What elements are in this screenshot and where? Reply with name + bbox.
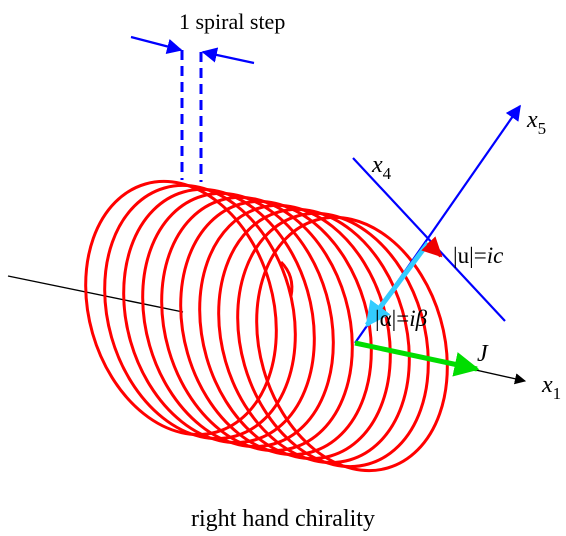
caption: right hand chirality xyxy=(191,506,375,532)
helix-turn xyxy=(179,199,373,457)
helix-wire-end xyxy=(279,260,294,297)
label-u-equation: |u|=ic xyxy=(453,243,503,268)
helix-turn xyxy=(103,183,297,441)
helix-coil xyxy=(84,179,449,473)
vector-u xyxy=(421,236,443,258)
helix-turn xyxy=(255,215,449,473)
helix-turn xyxy=(217,207,411,465)
vector-J xyxy=(354,340,480,377)
label-x5: x5 xyxy=(526,107,546,138)
label-J: J xyxy=(477,341,489,367)
label-x4: x4 xyxy=(371,152,392,183)
vector-alpha xyxy=(364,241,431,328)
spiral-step-marker xyxy=(130,35,255,182)
helix-axis-line xyxy=(7,275,184,313)
label-alpha-equation: |α|=iβ xyxy=(375,306,428,331)
helix-turn xyxy=(236,211,430,469)
helix-turn xyxy=(122,187,316,445)
helix-turn xyxy=(141,191,335,449)
helix-turn xyxy=(160,195,354,453)
helix-turn xyxy=(84,179,278,437)
label-x1: x1 xyxy=(541,372,561,403)
spiral-step-label: 1 spiral step xyxy=(179,9,285,34)
